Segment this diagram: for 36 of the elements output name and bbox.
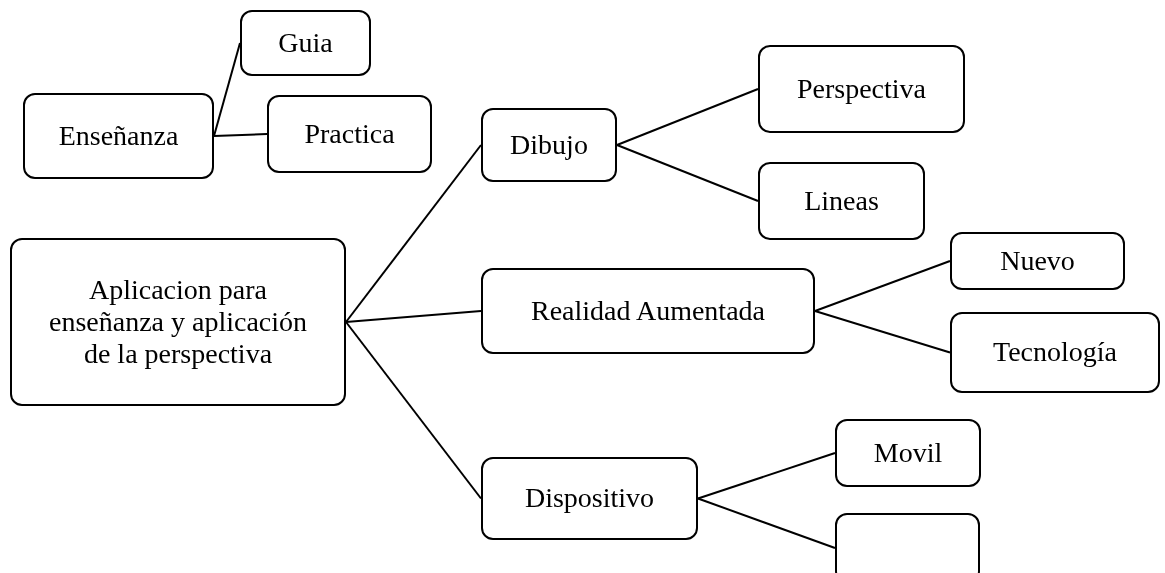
topic-box <box>10 238 346 406</box>
topic-label: Realidad Aumentada <box>530 294 765 328</box>
connector-line <box>345 144 482 323</box>
topic-box <box>950 312 1160 393</box>
connector-line <box>616 144 759 202</box>
empty-box <box>835 513 980 573</box>
topic-label: Enseñanza <box>58 119 179 153</box>
topic-label: Tecnología <box>993 336 1117 369</box>
connector-line <box>697 452 836 500</box>
connector-line <box>345 321 482 500</box>
connector-line <box>213 42 241 137</box>
topic-label: Guia <box>278 26 333 60</box>
topic-box <box>267 95 432 173</box>
topic-label: Perspectiva <box>796 72 927 106</box>
topic-box <box>240 10 371 76</box>
connector-line <box>616 88 759 146</box>
topic-box <box>950 232 1125 290</box>
topic-box <box>758 45 965 133</box>
topic-label: Nuevo <box>1000 244 1075 278</box>
connector-line <box>213 133 268 137</box>
topic-box <box>481 457 698 540</box>
connector-line <box>345 310 482 323</box>
connector-line <box>814 310 951 354</box>
connector-line <box>814 260 951 312</box>
topic-label: Movil <box>873 436 943 470</box>
topic-label: Dibujo <box>510 128 588 162</box>
topic-box <box>758 162 925 240</box>
topic-box <box>23 93 214 179</box>
topic-label: Aplicacion para enseñanza y aplicación de la perspectiva <box>47 273 309 371</box>
topic-label: Practica <box>304 117 395 151</box>
topic-label: Lineas <box>804 184 879 218</box>
connector-line <box>697 497 836 549</box>
topic-box <box>481 268 815 354</box>
topic-box <box>835 419 981 487</box>
topic-label: Dispositivo <box>524 482 655 515</box>
topic-box <box>481 108 617 182</box>
